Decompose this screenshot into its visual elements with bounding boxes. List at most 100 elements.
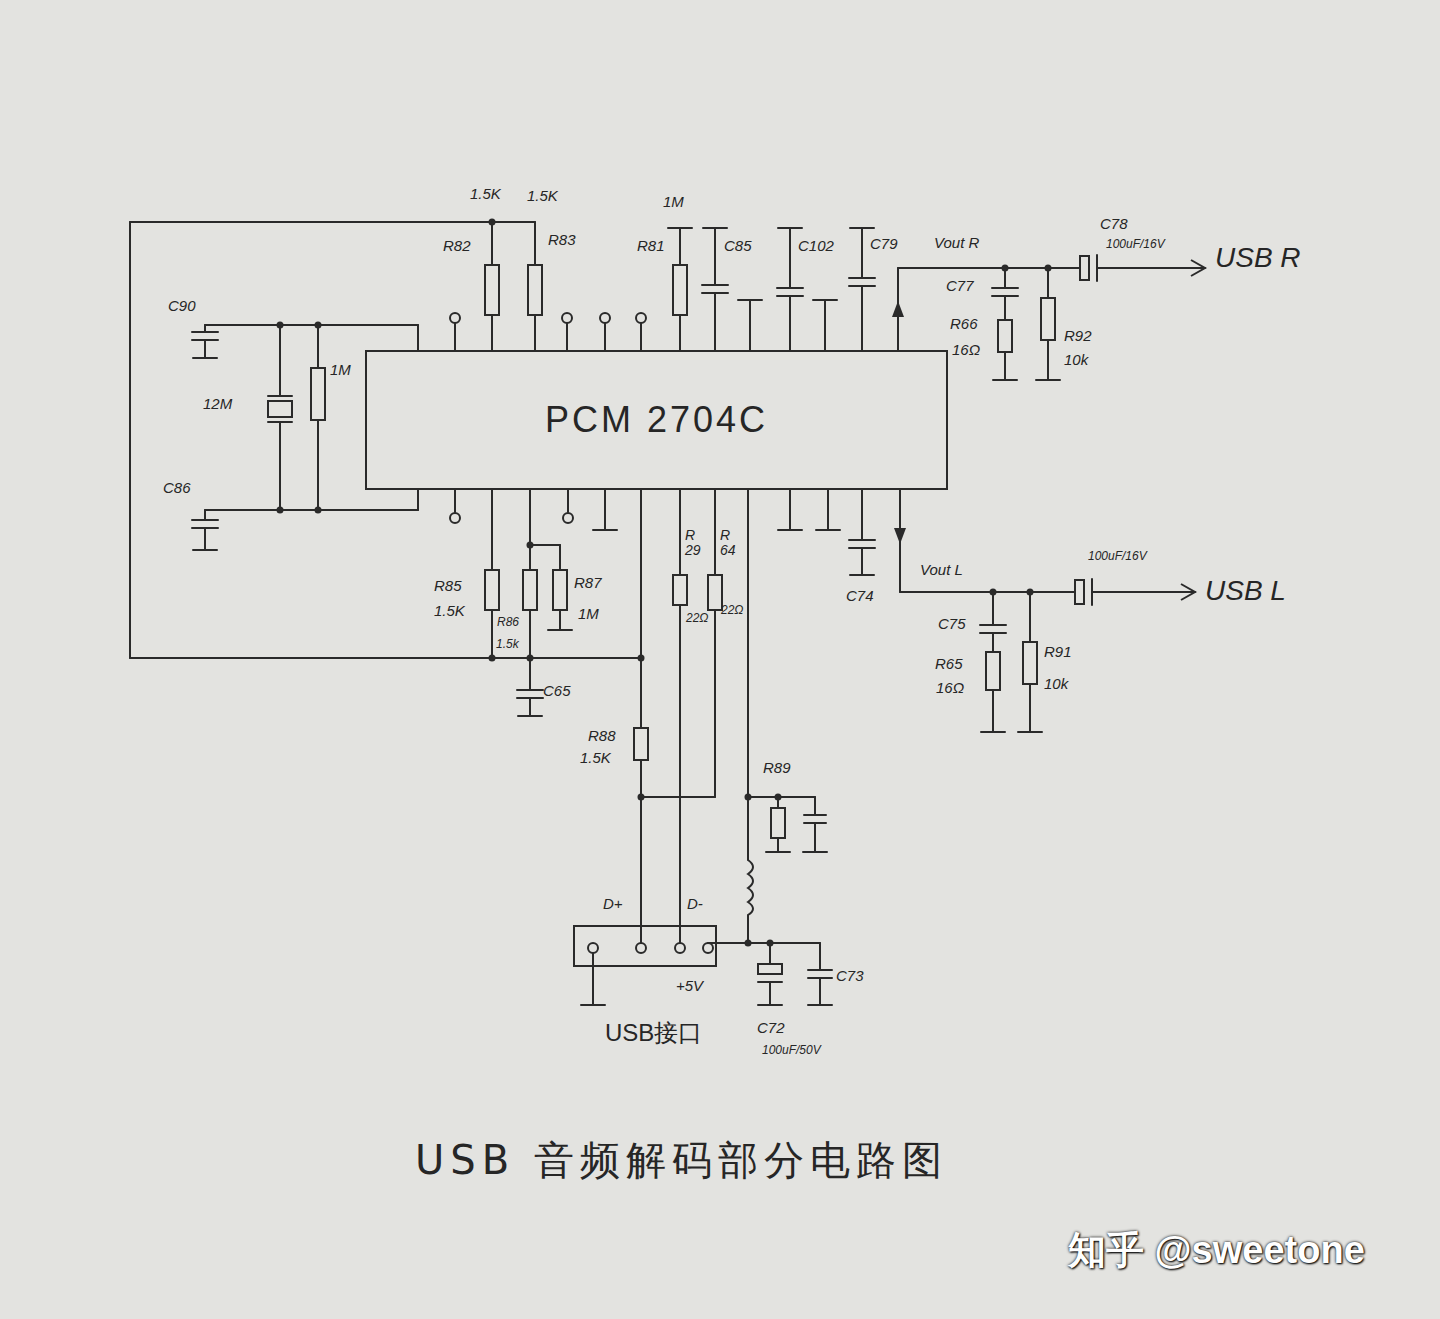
wire [204,340,206,358]
component-label: R81 [637,238,665,255]
wire [192,331,218,333]
wire [279,422,281,510]
wire [548,629,572,631]
wire [1029,592,1031,642]
wire [777,797,779,808]
wire [747,915,749,943]
component-label: 22Ω [686,612,708,625]
wire [702,284,728,286]
component-label: R85 [434,578,462,595]
component-label: R83 [548,232,576,249]
component-label: R91 [1044,644,1072,661]
wire [204,325,206,332]
wire [1029,684,1031,732]
wire [268,395,292,397]
wire [559,610,561,630]
wire [1018,731,1042,733]
component-label: USB L [1205,576,1286,607]
component-label: 12M [203,396,232,413]
wire [814,823,816,852]
wire [824,300,826,350]
component-label: C86 [163,480,191,497]
wire [981,731,1005,733]
wire [813,299,837,301]
open-pin [636,313,646,323]
electrolytic-cap [1080,256,1089,280]
component-label: 10k [1044,676,1068,693]
wire [640,323,642,350]
chip-box: PCM 2704C [365,350,948,490]
wire [317,325,319,368]
resistor-symbol [311,368,325,420]
open-pin [703,943,713,953]
wire [534,315,536,350]
component-label: D+ [603,896,623,913]
resistor-symbol [1023,642,1037,684]
wire [559,545,561,570]
open-pin [563,513,573,523]
wire [804,814,826,816]
resistor-symbol [634,728,648,760]
wire [714,490,716,575]
resistor-symbol [485,570,499,610]
wire [130,221,535,223]
resistor-symbol [528,265,542,315]
wire [861,548,863,575]
component-label: C74 [846,588,874,605]
wire [814,797,816,815]
wire [758,1004,782,1006]
component-label: R66 [950,316,978,333]
component-label: 100uF/50V [762,1044,821,1057]
wire [1097,267,1205,269]
wire [789,296,791,350]
component-label: R87 [574,575,602,592]
wire [714,293,716,350]
component-label: C77 [946,278,974,295]
component-label: C72 [757,1020,785,1037]
junction-dot [315,322,322,329]
component-label: 100uF/16V [1106,238,1165,251]
wire [129,222,131,658]
component-label: USB R [1215,243,1301,274]
wire [861,228,863,278]
resistor-symbol [1041,298,1055,340]
junction-dot [277,322,284,329]
component-label: C65 [543,683,571,700]
resistor-symbol [986,652,1000,690]
wire [789,228,791,288]
wire [778,529,802,531]
watermark: 知乎 @sweetone [1068,1230,1365,1272]
open-pin [675,943,685,953]
component-label: C79 [870,236,898,253]
component-label: +5V [676,978,703,995]
wire [861,286,863,350]
component-label: C73 [836,968,864,985]
component-label: 22Ω [721,604,743,617]
wire [518,715,542,717]
wire [679,228,681,265]
wire [279,325,281,396]
caption: USB 音频解码部分电路图 [415,1138,948,1182]
wire [993,379,1017,381]
wire [980,624,1006,626]
wire [1036,379,1060,381]
output-arrow [1191,260,1205,276]
wire [679,315,681,350]
open-pin [562,313,572,323]
component-label: 1M [663,194,684,211]
wire [808,1004,832,1006]
wire [491,222,493,265]
component-label: Vout L [920,562,963,579]
resistor-symbol [998,320,1012,352]
wire [777,838,779,852]
wire [827,490,829,530]
wire [193,549,217,551]
wire [130,657,641,659]
wire [992,287,1018,289]
component-label: 1.5K [527,188,558,205]
component-label: D- [687,896,703,913]
component-label: C85 [724,238,752,255]
part-name: R 29 [685,528,702,559]
